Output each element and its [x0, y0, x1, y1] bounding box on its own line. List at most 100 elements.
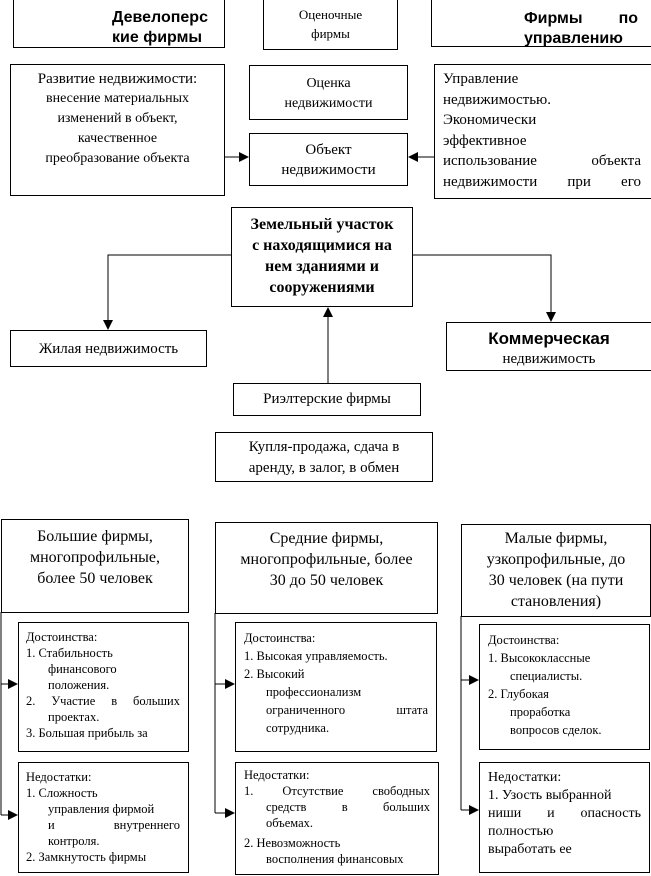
list-item: 1. Высококлассные [488, 651, 591, 665]
list-item: 2. Высокий [244, 667, 305, 681]
list-item: 2. Глубокая [488, 687, 549, 701]
medium-firms-cons-box: Недостатки: 1. Отсутствие свободных сред… [235, 762, 439, 875]
label: Купля-продажа, сдача в [248, 439, 400, 455]
list-item: восполнения финансовых [266, 852, 404, 866]
label: узкопрофильные, до [486, 551, 626, 568]
label: недвижимости [281, 162, 376, 178]
label: изменений в объект, [57, 111, 178, 126]
list-item: 2. Участие в больших [26, 694, 180, 708]
land-plot-box: Земельный участок с находящимися на нем … [231, 207, 413, 307]
label: Земельный участок [250, 216, 394, 233]
label: становления) [510, 593, 602, 610]
label: Оценка [306, 76, 351, 91]
developers-box: Девелоперс кие фирмы [13, 0, 225, 48]
list-item: сотрудника. [266, 721, 330, 735]
label: Недостатки: [244, 768, 310, 782]
label: Достоинства: [26, 630, 98, 644]
large-firms-box: Большие фирмы, многопрофильные, более 50… [1, 519, 189, 613]
management-box: Управление недвижимостью. Экономически э… [434, 64, 651, 199]
label: недвижимостью. [443, 91, 551, 108]
management-firms-box: Фирмы по управлению [431, 0, 651, 47]
label: Средние фирмы, [269, 530, 384, 547]
list-item: 1. Высокая управляемость. [244, 649, 388, 663]
development-box: Развитие недвижимости: внесение материал… [10, 64, 225, 196]
list-item: 3. Большая прибыль за [26, 726, 148, 740]
small-firms-box: Малые фирмы, узкопрофильные, до 30 челов… [461, 524, 651, 617]
list-item: финансового [48, 662, 117, 676]
list-item: вопросов сделок. [510, 723, 602, 737]
valuation-box: Оценка недвижимости [249, 65, 408, 120]
label: Риэлтерские фирмы [263, 391, 391, 407]
list-item: 2. Замкнутость фирмы [26, 850, 147, 864]
large-firms-pros-box: Достоинства: 1. Стабильность финансового… [18, 622, 189, 752]
list-item: проработка [510, 705, 571, 719]
label: Достоинства: [244, 631, 316, 645]
label: 30 до 50 человек [269, 572, 384, 589]
small-firms-pros-box: Достоинства: 1. Высококлассные специалис… [479, 624, 650, 750]
label: Оценочные [298, 7, 363, 22]
label: аренду, в залог, в обмен [248, 460, 400, 476]
list-item: ограниченного штата [266, 703, 428, 717]
label: многопрофильные, [29, 549, 161, 566]
list-item: 1. Отсутствие свободных [244, 784, 430, 798]
label: Фирмы по [524, 10, 638, 27]
label: недвижимости при его [443, 173, 641, 190]
list-item: специалисты. [510, 669, 583, 683]
label: Жилая недвижимость [38, 341, 179, 357]
list-item: и внутреннего [48, 818, 180, 832]
residential-box: Жилая недвижимость [10, 330, 207, 367]
label: более 50 человек [37, 570, 153, 587]
list-item: выработать ее [488, 842, 572, 857]
label: Недостатки: [26, 770, 92, 784]
label: кие фирмы [112, 29, 203, 46]
label: использование объекта [443, 153, 641, 169]
list-item: объемах. [266, 816, 314, 830]
list-item: 1. Узость выбранной [488, 788, 612, 803]
label: Объект [305, 142, 352, 158]
label: преобразование объекта [45, 151, 190, 166]
label: эффективное [443, 132, 527, 149]
label: Коммерческая [488, 329, 610, 348]
medium-firms-pros-box: Достоинства: 1. Высокая управляемость. 2… [235, 622, 437, 752]
operations-box: Купля-продажа, сдача в аренду, в залог, … [215, 432, 433, 482]
list-item: контроля. [48, 834, 100, 848]
list-item: проектах. [48, 710, 100, 724]
small-firms-cons-box: Недостатки: 1. Узость выбранной ниши и о… [479, 762, 650, 873]
label: фирмы [311, 26, 350, 41]
list-item: 1. Сложность [26, 786, 98, 800]
label: Недостатки: [488, 770, 562, 785]
medium-firms-box: Средние фирмы, многопрофильные, более 30… [215, 522, 438, 614]
arrow-land-to-residential [103, 254, 231, 330]
label: качественное [77, 131, 158, 146]
list-item: полностью [488, 824, 554, 839]
label: Управление [443, 71, 519, 87]
label: внесение материальных [45, 91, 189, 106]
label: сооружениями [269, 279, 375, 296]
label: недвижимость [502, 351, 596, 367]
large-firms-cons-box: Недостатки: 1. Сложность управления фирм… [18, 762, 189, 873]
label: управлению [524, 30, 623, 47]
label: Экономически [443, 112, 537, 128]
list-item: средств в больших [266, 800, 430, 814]
label: Девелоперс [112, 9, 208, 26]
real-estate-object-box: Объект недвижимости [249, 133, 408, 186]
list-item: управления фирмой [48, 802, 155, 816]
label: недвижимости [284, 96, 373, 111]
label: Достоинства: [488, 633, 560, 647]
label: нем зданиями и [265, 258, 379, 275]
label: Большие фирмы, [37, 528, 153, 545]
realtors-box: Риэлтерские фирмы [233, 383, 421, 416]
label: 30 человек (на пути [488, 572, 624, 589]
label: Развитие недвижимости: [37, 71, 198, 87]
label: многопрофильные, более [240, 551, 413, 568]
appraisers-box: Оценочные фирмы [263, 0, 398, 50]
label: с находящимися на [252, 237, 392, 254]
label: Малые фирмы, [504, 530, 608, 547]
list-item: профессионализм [266, 685, 362, 699]
arrow-land-to-commercial [413, 254, 556, 322]
list-item: ниши и опасность [488, 806, 641, 821]
list-item: положения. [48, 678, 110, 692]
list-item: 1. Стабильность [26, 646, 113, 660]
